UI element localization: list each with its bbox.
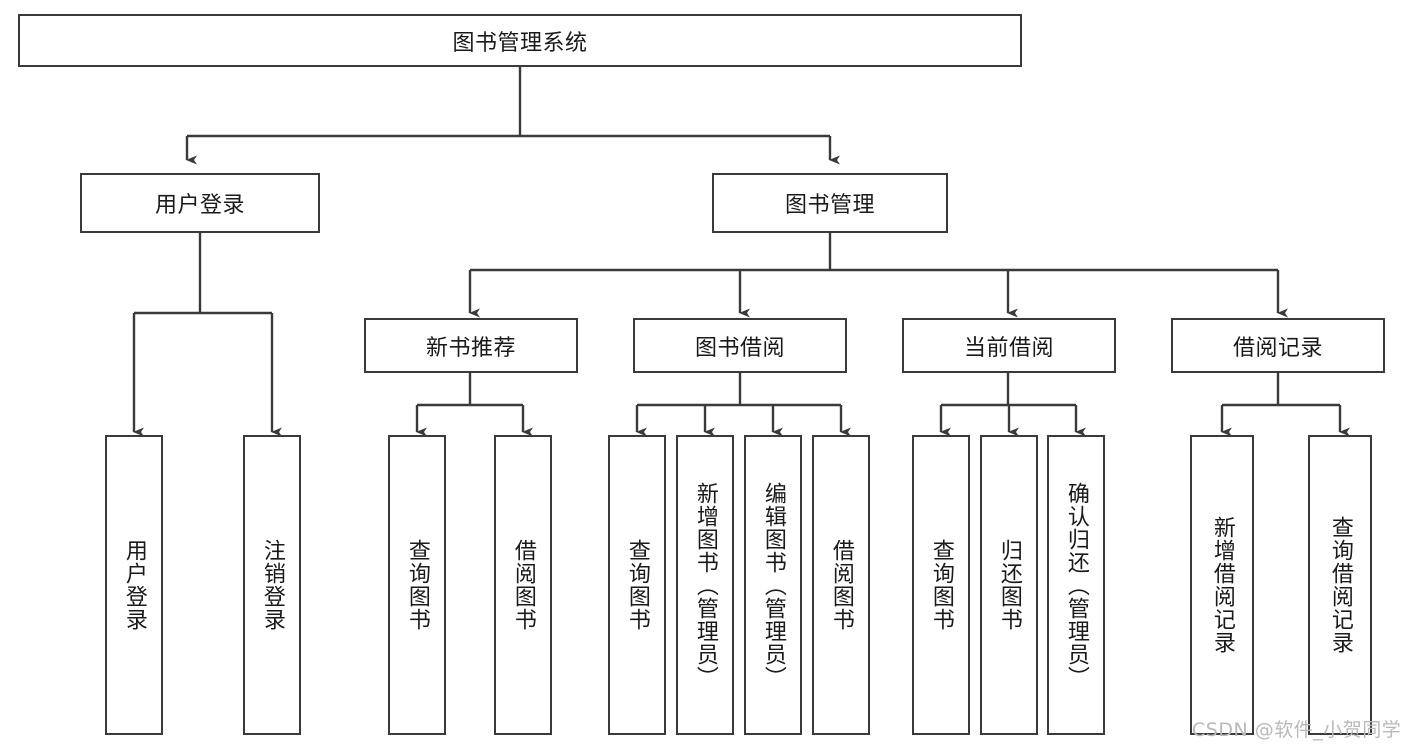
leaf-current-borrow-return-book[interactable]: 归还图书 xyxy=(980,435,1038,735)
leaf-label: 借阅图书 xyxy=(828,539,854,631)
leaf-current-borrow-query-book[interactable]: 查询图书 xyxy=(912,435,970,735)
leaf-label: 借阅图书 xyxy=(510,539,536,631)
leaf-label: 查询图书 xyxy=(624,539,650,631)
leaf-label: 查询借阅记录 xyxy=(1327,516,1353,654)
leaf-borrow-record-add-record[interactable]: 新增借阅记录 xyxy=(1190,435,1254,735)
leaf-book-borrow-add-book-admin[interactable]: 新增图书（管理员） xyxy=(676,435,734,735)
leaf-user-login-login[interactable]: 用户登录 xyxy=(105,435,163,735)
leaf-book-borrow-borrow-book[interactable]: 借阅图书 xyxy=(812,435,870,735)
leaf-current-borrow-confirm-return-admin[interactable]: 确认归还（管理员） xyxy=(1047,435,1105,735)
node-root-book-management-system[interactable]: 图书管理系统 xyxy=(18,14,1022,67)
node-book-borrow[interactable]: 图书借阅 xyxy=(633,318,847,373)
node-book-management[interactable]: 图书管理 xyxy=(712,173,948,233)
leaf-new-book-borrow-book[interactable]: 借阅图书 xyxy=(494,435,552,735)
csdn-watermark: CSDN @软件_小贺同学 xyxy=(1192,719,1402,741)
leaf-label: 确认归还（管理员） xyxy=(1063,481,1089,689)
leaf-label: 注销登录 xyxy=(259,539,285,631)
leaf-new-book-query-book[interactable]: 查询图书 xyxy=(388,435,446,735)
node-current-borrow[interactable]: 当前借阅 xyxy=(902,318,1116,373)
leaf-label: 新增借阅记录 xyxy=(1209,516,1235,654)
leaf-label: 查询图书 xyxy=(404,539,430,631)
node-new-book-recommend[interactable]: 新书推荐 xyxy=(364,318,578,373)
leaf-label: 编辑图书（管理员） xyxy=(760,481,786,689)
leaf-user-login-logout[interactable]: 注销登录 xyxy=(243,435,301,735)
leaf-book-borrow-query-book[interactable]: 查询图书 xyxy=(608,435,666,735)
leaf-label: 归还图书 xyxy=(996,539,1022,631)
leaf-book-borrow-edit-book-admin[interactable]: 编辑图书（管理员） xyxy=(744,435,802,735)
leaf-label: 新增图书（管理员） xyxy=(692,481,718,689)
node-borrow-record[interactable]: 借阅记录 xyxy=(1171,318,1385,373)
node-user-login[interactable]: 用户登录 xyxy=(80,173,320,233)
leaf-label: 用户登录 xyxy=(121,539,147,631)
leaf-label: 查询图书 xyxy=(928,539,954,631)
leaf-borrow-record-query-record[interactable]: 查询借阅记录 xyxy=(1308,435,1372,735)
